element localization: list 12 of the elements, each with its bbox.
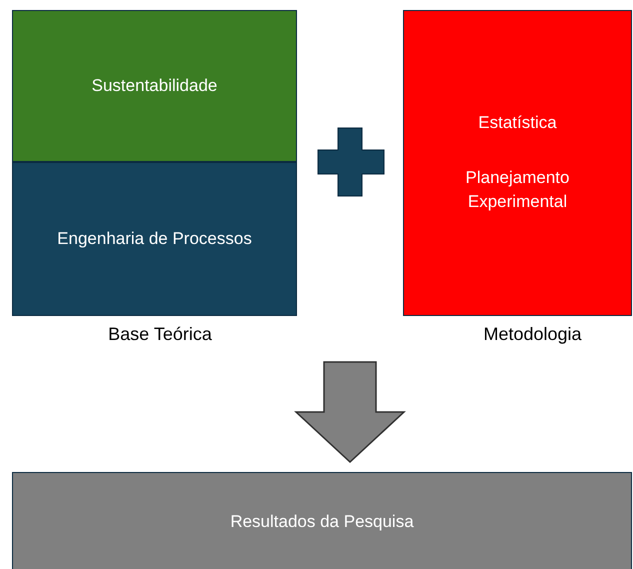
process-box: [403, 10, 632, 316]
box-text: Engenharia de Processos: [57, 228, 252, 250]
box-text: Planejamento Experimental: [464, 166, 570, 214]
block-arrow: [294, 361, 406, 464]
process-box: [12, 162, 297, 316]
process-box: [12, 10, 297, 162]
box-text: Estatística: [478, 112, 557, 134]
box-text: Sustentabilidade: [92, 74, 218, 97]
group-caption: Base Teórica: [108, 324, 212, 345]
box-caption: Metodologia: [483, 324, 582, 345]
box-text: Resultados da Pesquisa: [230, 510, 414, 533]
process-box: [12, 472, 632, 569]
